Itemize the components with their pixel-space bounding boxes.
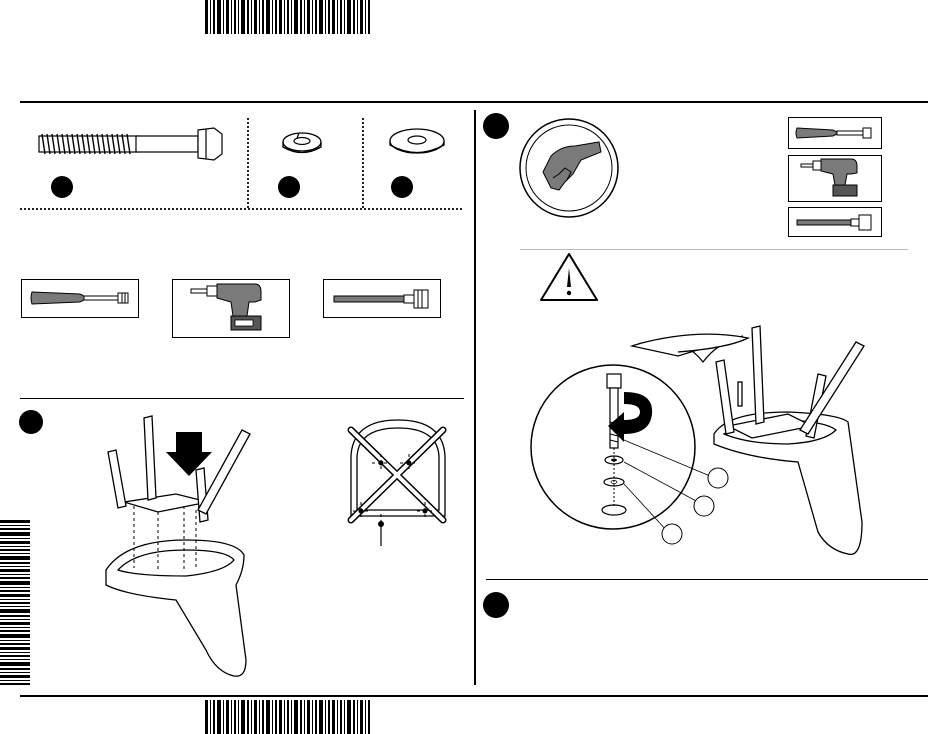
- step2-screwdriver-box: [788, 117, 882, 149]
- warning-triangle-icon: [538, 251, 600, 303]
- power-drill-tool-box: [172, 279, 290, 338]
- step-badge-right-top: [483, 113, 509, 139]
- parts-divider-2: [362, 118, 364, 208]
- part-badge-flat-washer: [391, 176, 413, 198]
- flat-washer-image: [388, 126, 446, 160]
- step2-ratchet-box: [788, 207, 882, 237]
- lock-washer-image: [280, 128, 324, 158]
- frame-top-view-diagram: [343, 416, 453, 550]
- ratchet-tool-box: [323, 279, 441, 318]
- screwdriver-icon: [789, 118, 881, 148]
- barcode-side: [0, 520, 30, 685]
- seat-frame-assembly-illustration: [96, 410, 266, 680]
- barcode-bottom: [205, 700, 370, 734]
- barcode-top: [205, 0, 370, 34]
- part-badge-lock-washer: [278, 176, 300, 198]
- power-drill-icon: [789, 156, 881, 201]
- step-badge-left: [19, 410, 43, 434]
- step-badge-right-bottom: [483, 592, 509, 618]
- hand-tighten-icon: [517, 116, 621, 220]
- parts-dotted-rule: [20, 208, 462, 210]
- power-drill-icon: [173, 280, 289, 337]
- bolt-installation-illustration: [528, 322, 878, 562]
- ratchet-wrench-icon: [324, 280, 440, 317]
- bottom-rule: [20, 695, 928, 697]
- parts-divider-1: [247, 118, 249, 208]
- screwdriver-tool-box: [21, 279, 139, 318]
- part-badge-bolt: [51, 176, 73, 198]
- top-rule: [20, 101, 928, 103]
- left-section-rule: [20, 398, 464, 399]
- bolt-image: [36, 124, 226, 164]
- ratchet-wrench-icon: [789, 208, 881, 236]
- column-divider: [474, 110, 476, 685]
- right-section-rule: [486, 579, 928, 580]
- step2-drill-box: [788, 155, 882, 202]
- screwdriver-icon: [22, 280, 138, 317]
- warning-divider: [520, 249, 908, 250]
